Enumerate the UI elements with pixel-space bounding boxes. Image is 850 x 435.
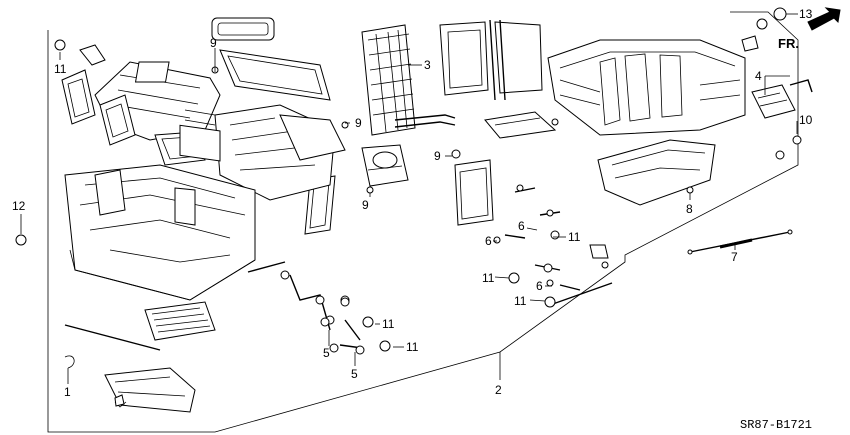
callout-9-d: 9 — [362, 198, 369, 212]
callout-9-c: 9 — [434, 149, 441, 163]
callout-5-a: 5 — [323, 346, 330, 360]
blower-lower-case — [597, 139, 716, 206]
blend-door — [439, 19, 543, 101]
blend-rod — [549, 282, 613, 306]
actuator — [751, 79, 813, 119]
callout-6-c: 6 — [536, 279, 543, 293]
callout-10: 10 — [799, 113, 813, 127]
grommet-top-right — [756, 18, 768, 30]
cover-and-rod — [64, 324, 196, 413]
callout-7: 7 — [731, 250, 738, 264]
callout-11-e: 11 — [514, 294, 527, 308]
servo-motor — [361, 144, 409, 187]
callout-6-b: 6 — [485, 234, 492, 248]
callout-2: 2 — [495, 383, 502, 397]
leader-lines — [20, 13, 798, 384]
callout-6-a: 6 — [518, 219, 525, 233]
callout-13: 13 — [799, 7, 813, 21]
direction-label: FR. — [778, 36, 799, 51]
center-seal-panel — [454, 159, 494, 226]
heater-core — [361, 24, 456, 136]
callout-9-b: 9 — [355, 116, 362, 130]
center-linkages — [504, 184, 609, 291]
control-cable — [687, 229, 793, 255]
clip-bracket — [484, 111, 557, 139]
nut-13 — [773, 7, 787, 21]
seal-gaskets — [154, 17, 336, 235]
callout-1: 1 — [64, 385, 71, 399]
callout-11-f: 11 — [568, 230, 581, 244]
assembly-boundary — [47, 11, 799, 433]
callout-11-a: 11 — [54, 62, 67, 76]
callout-11-d: 11 — [482, 271, 495, 285]
callout-5-b: 5 — [351, 367, 358, 381]
mode-door-housing — [179, 104, 346, 201]
callout-labels: 11 9 3 9 9 9 12 8 4 10 13 7 2 1 5 5 11 1… — [12, 7, 813, 399]
callout-11-c: 11 — [406, 340, 419, 354]
front-direction-arrow: FR. — [778, 7, 841, 51]
lower-heater-case — [64, 164, 256, 301]
blower-case — [547, 39, 746, 136]
callout-9-a: 9 — [210, 36, 217, 50]
callout-12: 12 — [12, 199, 26, 213]
callout-11-b: 11 — [382, 317, 395, 331]
drawing-code: SR87-B1721 — [740, 418, 812, 432]
callout-8: 8 — [686, 202, 693, 216]
fasteners — [15, 39, 802, 407]
callout-3: 3 — [424, 58, 431, 72]
callout-4: 4 — [755, 69, 762, 83]
bracket-top-right — [741, 35, 759, 52]
